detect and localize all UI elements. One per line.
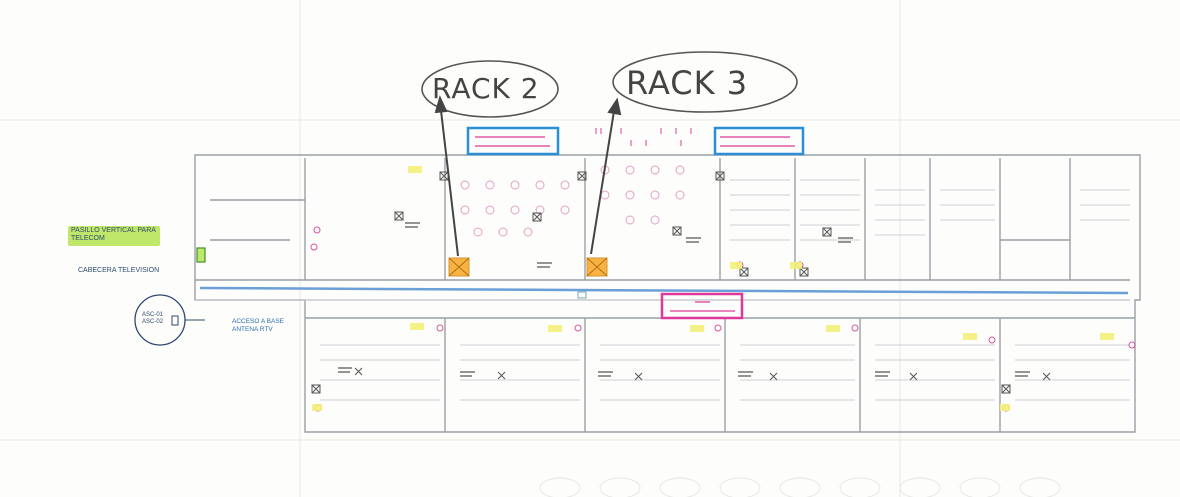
cable-trunk	[199, 286, 1129, 295]
outlet-grid-rack2	[460, 180, 570, 237]
telecom-shaft-marker	[196, 247, 206, 263]
rack-2-bubble	[421, 60, 559, 118]
rack-2-label: RACK 2	[432, 72, 540, 105]
tiny-labels	[338, 222, 1030, 377]
rack-boxes	[448, 257, 608, 277]
access-point-markers	[311, 171, 1051, 394]
tv-head-label: CABECERA TELEVISION	[78, 267, 160, 274]
outlet-marks-top	[595, 128, 692, 146]
riser-label: ASC-01 ASC-02	[142, 312, 164, 325]
trunk-node	[577, 291, 587, 299]
rack-arrows	[434, 95, 622, 257]
riser-box	[171, 315, 179, 326]
rack-3-bubble	[612, 51, 798, 113]
telecom-shaft-label: PASILLO VERTICAL PARA TELECOM	[71, 227, 156, 242]
rack-3-label: RACK 3	[626, 64, 749, 102]
magenta-corridor-box	[660, 292, 744, 320]
antenna-label: ACCESO A BASE ANTENA RTV	[232, 318, 285, 333]
furniture-lines	[320, 179, 1130, 401]
outlet-grid-rack3	[600, 165, 685, 225]
blue-box-text-lines	[475, 136, 795, 147]
blue-callout-boxes	[466, 126, 805, 156]
telecom-shaft-callout	[68, 226, 160, 246]
magenta-box-text-lines	[670, 301, 735, 312]
yellow-highlights	[312, 166, 1114, 411]
